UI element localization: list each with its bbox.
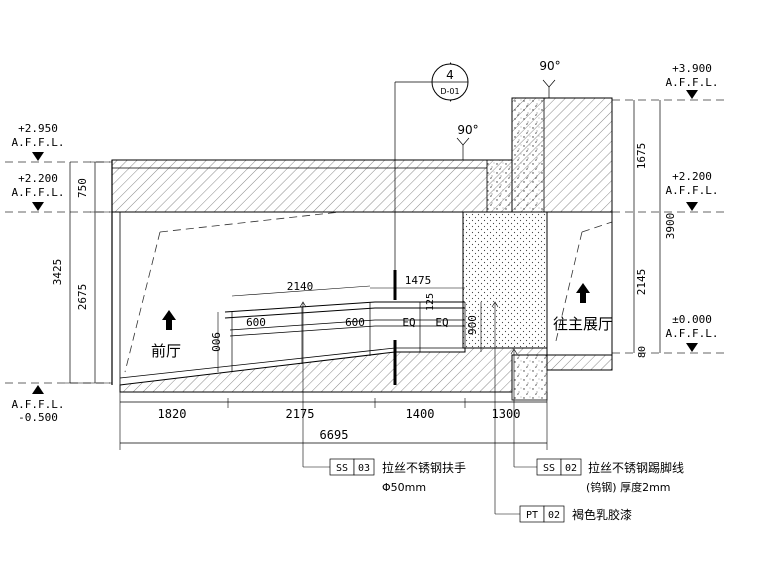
level-2200-right-value: +2.200 [672,170,712,183]
right-panel-dash [581,221,613,233]
callout-3-num: 02 [548,510,560,521]
callout-1-line1: 拉丝不锈钢扶手 [382,460,466,475]
dim-1475: 1475 [405,274,432,287]
level-2200-left-tag: A.F.F.L. [12,186,65,199]
dim-6695: 6695 [320,428,349,442]
level-3900-value: +3.900 [672,62,712,75]
callout-3-code: PT [526,510,538,521]
level-2200-right-tag: A.F.F.L. [666,184,719,197]
dim-2140: 2140 [287,280,314,293]
section-ref: D-01 [440,87,459,96]
level-2950-value: +2.950 [18,122,58,135]
dim-1300: 1300 [492,407,521,421]
right-floor-slab [546,354,613,371]
level-0000-tag: A.F.F.L. [666,327,719,340]
dim-750: 750 [76,178,89,198]
callout-2-line1: 拉丝不锈钢踢脚线 [588,460,684,475]
wall-panel-top-dash [159,211,341,233]
dim-1675: 1675 [635,143,648,170]
level-0000-triangle [686,343,698,352]
dim-3900: 3900 [664,213,677,240]
front-hall-label: 前厅 [151,342,181,360]
callout-2-line2: (钨钢) 厚度2mm [586,480,671,494]
dim-eq-2: EQ [435,316,448,329]
dim-600-a: 600 [246,316,266,329]
level-2200-right-triangle [686,202,698,211]
dim-2175: 2175 [286,407,315,421]
dim-125: 125 [425,293,436,311]
dim-eq-1: EQ [402,316,415,329]
dotted-column [462,211,548,349]
handrail-top [224,301,465,313]
dim-2675: 2675 [76,284,89,311]
dim-900-left: 900 [209,332,222,352]
dim-80: 80 [637,346,648,358]
level-2950-triangle [32,152,44,161]
level-2950-tag: A.F.F.L. [12,136,65,149]
upper-column-concrete [511,97,545,213]
main-hall-label: 往主展厅 [553,315,613,333]
level-neg500-tag: A.F.F.L. [12,398,65,411]
handrail-mid-2 [229,325,465,337]
level-neg500-value: -0.500 [18,411,58,424]
handrail-top-2 [224,307,465,319]
right-panel-dash-2 [554,231,583,346]
callout-1-num: 03 [358,463,370,474]
level-2200-left-value: +2.200 [18,172,58,185]
level-0000-value: ±0.000 [672,313,712,326]
level-neg500-triangle [32,385,44,394]
floor-concrete-block [511,354,548,401]
dim-3425: 3425 [51,259,64,286]
callout-2-num: 02 [565,463,577,474]
handrail-mid [229,319,465,331]
callout-3-line1: 褐色乳胶漆 [572,507,632,522]
callout-2-code: SS [543,463,555,474]
angle-90-a: 90° [457,123,478,137]
dim-2145: 2145 [635,269,648,296]
dim-600-b: 600 [345,316,365,329]
level-3900-tag: A.F.F.L. [666,76,719,89]
level-3900-triangle [686,90,698,99]
ceiling-slab [111,159,513,213]
wall-panel-left-dash [124,231,161,373]
dim-1820: 1820 [158,407,187,421]
ramp-slab [119,347,548,393]
section-number: 4 [446,68,454,82]
angle-90-b: 90° [539,59,560,73]
dim-1400: 1400 [406,407,435,421]
callout-1-code: SS [336,463,348,474]
main-hall-arrow [576,283,590,303]
level-2200-left-triangle [32,202,44,211]
callout-1-line2: Φ50mm [382,481,426,494]
beam-notch-concrete [486,159,513,213]
front-hall-arrow [162,310,176,330]
dim-900-right: 900 [466,315,479,335]
